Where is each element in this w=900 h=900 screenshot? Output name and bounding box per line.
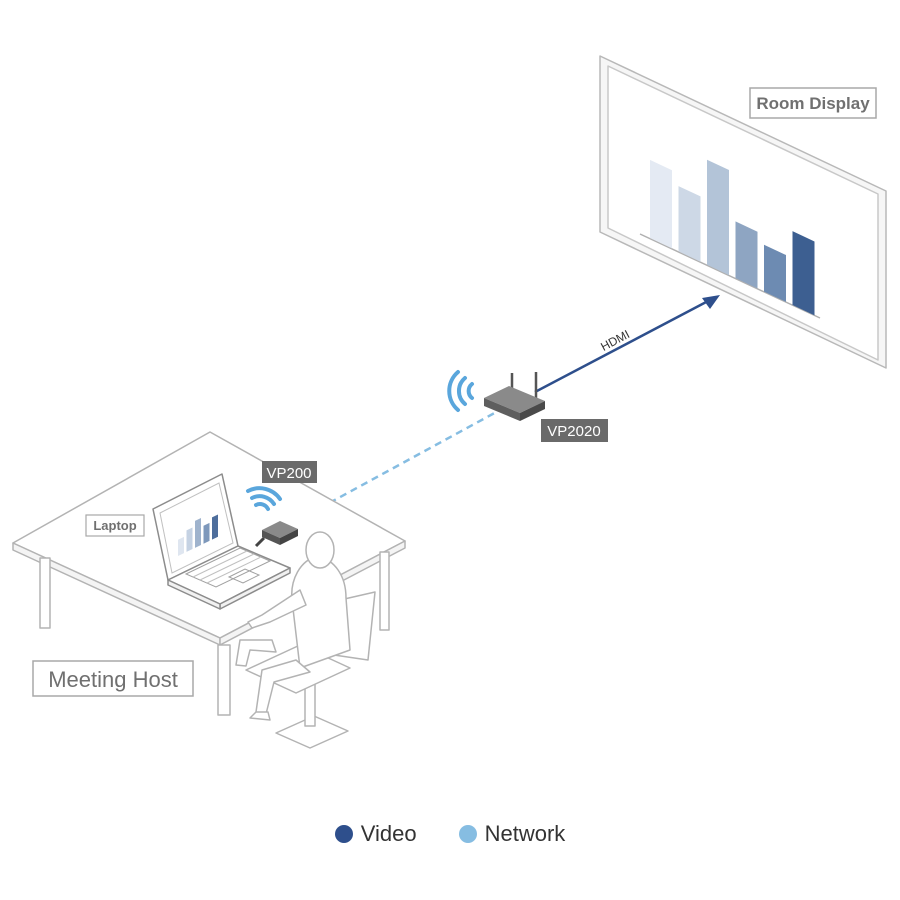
vp2020-wifi-icon xyxy=(447,370,474,412)
legend-item-video: Video xyxy=(334,821,417,847)
laptop-label-text: Laptop xyxy=(93,518,136,533)
hdmi-arrowhead xyxy=(702,295,720,309)
meeting-host-label: Meeting Host xyxy=(32,660,194,697)
display-chart-bar xyxy=(650,159,672,249)
room-display-label-text: Room Display xyxy=(756,94,870,113)
laptop xyxy=(152,473,291,610)
display-chart-bar xyxy=(792,231,815,316)
vp2020-label: VP2020 xyxy=(541,419,608,442)
vp2020-device xyxy=(484,372,545,421)
display-chart-baseline xyxy=(639,233,821,319)
laptop-bar-chart xyxy=(178,514,218,556)
laptop-chart-bar xyxy=(186,527,193,552)
legend: Video Network xyxy=(0,818,900,850)
laptop-chart-bar xyxy=(203,522,210,544)
laptop-label: Laptop xyxy=(85,514,145,537)
hdmi-video-link: HDMI xyxy=(534,295,720,394)
room-display xyxy=(599,55,887,369)
display-chart-bar xyxy=(735,221,758,289)
display-chart-bar xyxy=(678,186,701,262)
legend-video-label: Video xyxy=(360,821,417,846)
legend-network-label: Network xyxy=(484,821,566,846)
meeting-host-label-text: Meeting Host xyxy=(48,667,178,692)
display-bar-chart xyxy=(650,159,815,316)
legend-video-swatch xyxy=(334,825,353,843)
vp200-device xyxy=(254,521,298,548)
vp2020-label-text: VP2020 xyxy=(547,423,600,440)
display-chart-bar xyxy=(764,244,786,302)
laptop-chart-bar xyxy=(178,536,184,556)
meeting-host-person xyxy=(235,531,376,749)
legend-network-swatch xyxy=(458,825,477,843)
vp200-label-text: VP200 xyxy=(266,465,311,482)
vp200-label: VP200 xyxy=(262,461,317,483)
vp200-wifi-icon xyxy=(246,486,282,511)
legend-item-network: Network xyxy=(458,821,566,847)
laptop-chart-bar xyxy=(195,517,201,548)
room-display-label: Room Display xyxy=(749,87,877,119)
display-chart-bar xyxy=(707,159,729,276)
laptop-chart-bar xyxy=(212,514,218,540)
